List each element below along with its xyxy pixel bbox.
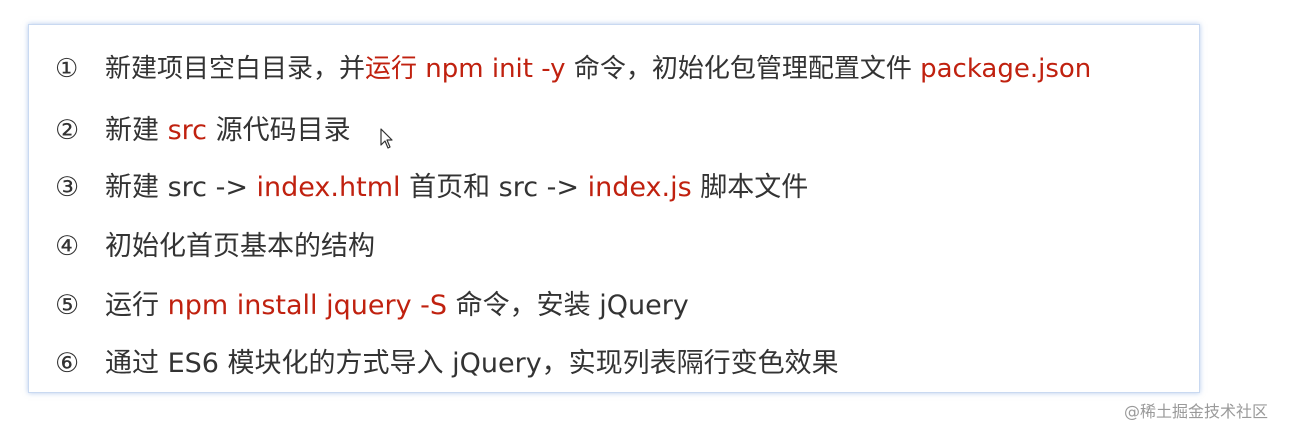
step-number: ⑥ — [55, 348, 80, 379]
step-text: 脚本文件 — [691, 172, 809, 203]
dirname-highlight: src — [167, 115, 208, 146]
mouse-cursor-icon — [380, 128, 393, 149]
step-text: 通过 ES6 模块化的方式导入 jQuery，实现列表隔行变色效果 — [105, 348, 839, 379]
step-1: ① 新建项目空白目录，并 运行 npm init -y 命令，初始化包管理配置文… — [55, 49, 1091, 89]
step-number: ① — [55, 54, 79, 84]
step-text: 首页和 src -> — [400, 172, 588, 203]
step-text: 新建 src -> — [105, 172, 257, 203]
step-text: 命令，初始化包管理配置文件 — [565, 54, 921, 84]
step-text: 命令，安装 jQuery — [447, 290, 689, 321]
step-text: 初始化首页基本的结构 — [105, 231, 375, 262]
step-number: ② — [55, 115, 80, 146]
step-3: ③ 新建 src -> index.html 首页和 src -> index.… — [55, 168, 808, 208]
step-number: ③ — [55, 172, 80, 203]
steps-card: ① 新建项目空白目录，并 运行 npm init -y 命令，初始化包管理配置文… — [28, 24, 1200, 393]
filename-highlight: index.html — [256, 172, 401, 203]
step-text: 源代码目录 — [207, 115, 351, 146]
step-text: 新建 — [105, 115, 168, 146]
filename-highlight: index.js — [587, 172, 692, 203]
watermark: @稀土掘金技术社区 — [1124, 402, 1269, 421]
step-number: ④ — [55, 231, 80, 262]
step-4: ④ 初始化首页基本的结构 — [55, 227, 375, 267]
command-highlight: npm install jquery -S — [167, 290, 448, 321]
filename-highlight: package.json — [920, 54, 1092, 84]
command-highlight: 运行 npm init -y — [365, 54, 566, 84]
step-5: ⑤ 运行 npm install jquery -S 命令，安装 jQuery — [55, 286, 689, 326]
step-text: 新建项目空白目录，并 — [105, 54, 366, 84]
step-number: ⑤ — [55, 290, 80, 321]
step-text: 运行 — [105, 290, 168, 321]
step-6: ⑥ 通过 ES6 模块化的方式导入 jQuery，实现列表隔行变色效果 — [55, 344, 839, 384]
step-2: ② 新建 src 源代码目录 — [55, 111, 351, 151]
